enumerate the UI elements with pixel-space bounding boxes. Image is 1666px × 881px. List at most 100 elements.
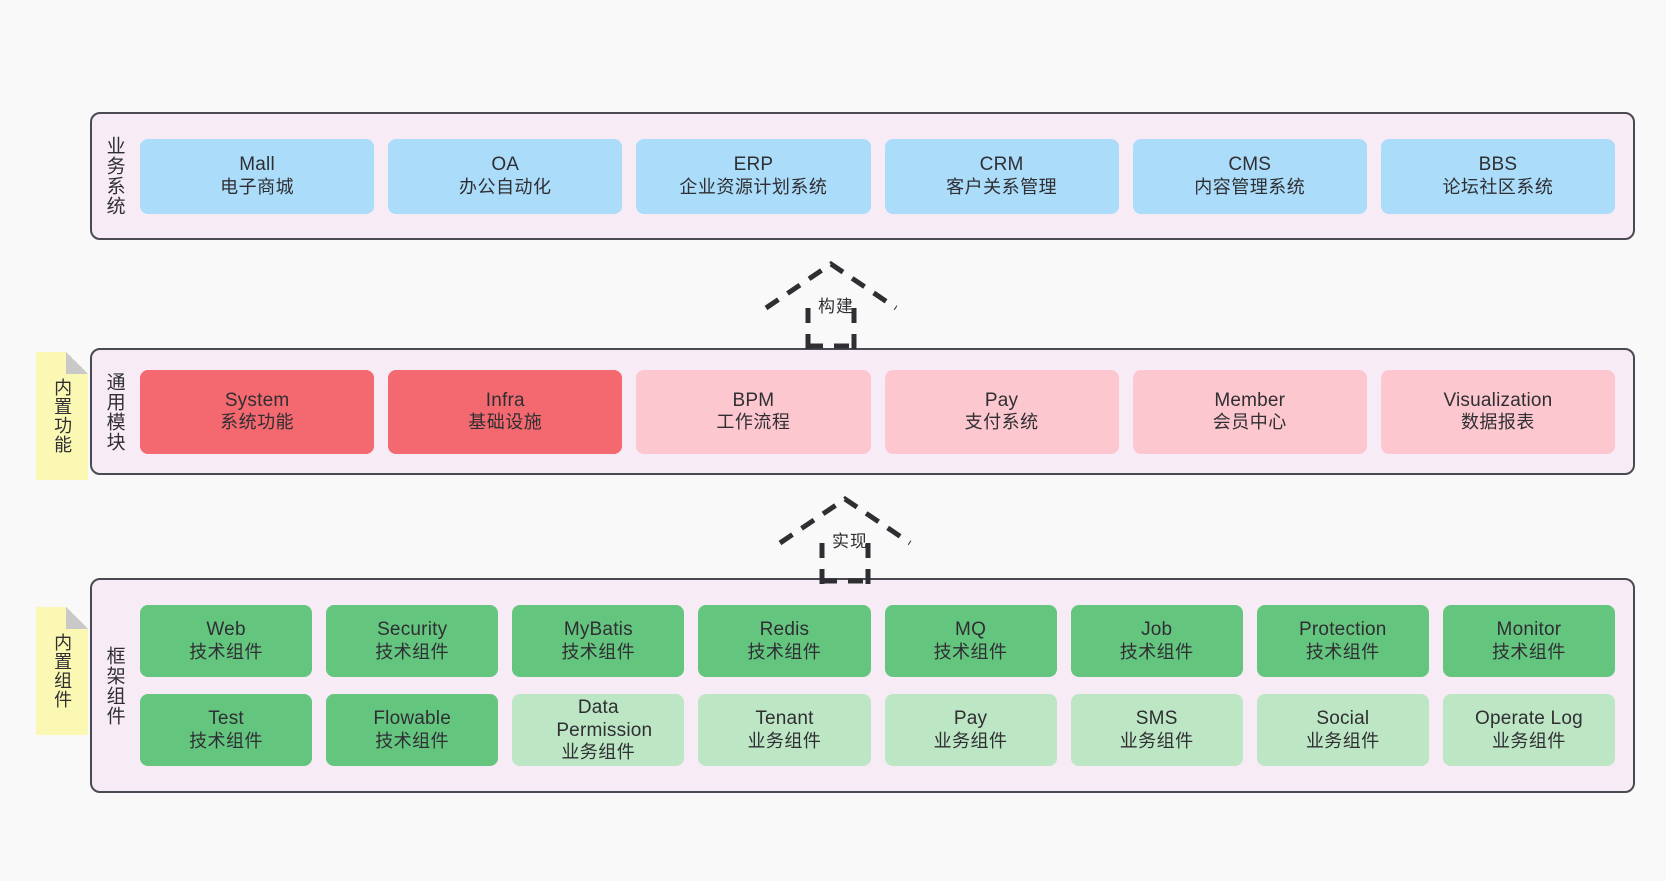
node-data-permission[interactable]: Data Permission 业务组件	[512, 694, 685, 766]
node-sms[interactable]: SMS 业务组件	[1070, 694, 1243, 766]
note-builtin-features: 内置功能	[36, 352, 88, 480]
node-title-en: CRM	[979, 154, 1024, 176]
node-cms[interactable]: CMS 内容管理系统	[1132, 138, 1367, 214]
node-title-en: Infra	[485, 389, 525, 411]
node-title-en: OA	[491, 154, 520, 176]
node-bpm[interactable]: BPM 工作流程	[636, 369, 871, 454]
node-title-cn: 企业资源计划系统	[679, 176, 828, 197]
node-title-en: ERP	[733, 154, 774, 176]
layer-title-business-systems: 业务系统	[103, 136, 125, 216]
node-test[interactable]: Test 技术组件	[140, 694, 313, 766]
node-title-en: Web	[206, 619, 246, 641]
node-row: Web 技术组件 Security 技术组件 MyBatis 技术组件 Redi…	[140, 605, 1615, 677]
layer-framework-components: 框架组件 Web 技术组件 Security 技术组件 MyBatis 技术组件…	[90, 578, 1635, 793]
node-title-cn: 技术组件	[933, 641, 1008, 662]
node-title-cn: 技术组件	[1305, 641, 1380, 662]
node-tenant[interactable]: Tenant 业务组件	[698, 694, 871, 766]
node-title-en: Visualization	[1443, 389, 1553, 411]
node-mall[interactable]: Mall 电子商城	[140, 138, 375, 214]
node-title-en: Flowable	[373, 708, 451, 730]
node-title-cn: 业务组件	[933, 730, 1008, 751]
node-visualization[interactable]: Visualization 数据报表	[1380, 369, 1616, 454]
node-title-cn: 会员中心	[1212, 412, 1287, 433]
node-title-en: BBS	[1478, 154, 1518, 176]
layer-common-modules: 通用模块 System 系统功能 Infra 基础设施 BPM 工作流程 Pay…	[90, 348, 1635, 475]
node-title-cn: 论坛社区系统	[1442, 176, 1554, 197]
layer-body-framework-components: Web 技术组件 Security 技术组件 MyBatis 技术组件 Redi…	[136, 580, 1633, 791]
node-title-cn: 技术组件	[561, 641, 636, 662]
node-title-en: System	[224, 389, 290, 411]
node-monitor[interactable]: Monitor 技术组件	[1442, 605, 1615, 677]
node-title-en: SMS	[1135, 708, 1178, 730]
note-label: 内置功能	[52, 378, 73, 454]
node-title-cn: 技术组件	[1491, 641, 1566, 662]
node-crm[interactable]: CRM 客户关系管理	[884, 138, 1119, 214]
node-title-cn: 业务组件	[1305, 730, 1380, 751]
node-operate-log[interactable]: Operate Log 业务组件	[1442, 694, 1615, 766]
node-title-cn: 业务组件	[747, 730, 822, 751]
node-job[interactable]: Job 技术组件	[1070, 605, 1243, 677]
node-member[interactable]: Member 会员中心	[1132, 369, 1367, 454]
node-title-en: Tenant	[755, 708, 814, 730]
node-title-en: MQ	[955, 619, 987, 641]
connector-build-arrow	[764, 260, 898, 350]
node-mybatis[interactable]: MyBatis 技术组件	[512, 605, 685, 677]
node-title-cn: 业务组件	[1491, 730, 1566, 751]
node-erp[interactable]: ERP 企业资源计划系统	[636, 138, 871, 214]
node-pay-component[interactable]: Pay 业务组件	[884, 694, 1057, 766]
node-mq[interactable]: MQ 技术组件	[884, 605, 1057, 677]
node-title-en: Pay	[984, 389, 1019, 411]
node-title-en: Test	[208, 708, 244, 730]
node-title-cn: 客户关系管理	[946, 176, 1058, 197]
note-label: 内置组件	[52, 633, 73, 709]
connector-implement-label: 实现	[832, 532, 868, 551]
note-builtin-components: 内置组件	[36, 607, 88, 735]
node-title-cn: 内容管理系统	[1194, 176, 1306, 197]
layer-business-systems: 业务系统 Mall 电子商城 OA 办公自动化 ERP 企业资源计划系统 CRM…	[90, 112, 1635, 240]
node-protection[interactable]: Protection 技术组件	[1256, 605, 1429, 677]
node-row: Test 技术组件 Flowable 技术组件 Data Permission …	[140, 694, 1615, 766]
node-infra[interactable]: Infra 基础设施	[388, 369, 623, 454]
node-title-cn: 支付系统	[964, 412, 1039, 433]
node-title-en: Data Permission	[556, 696, 653, 742]
node-social[interactable]: Social 业务组件	[1256, 694, 1429, 766]
layer-title-common-modules: 通用模块	[103, 371, 125, 452]
node-title-en: Social	[1316, 708, 1370, 730]
node-title-en: Operate Log	[1475, 708, 1583, 730]
node-title-en: Redis	[759, 619, 810, 641]
node-title-cn: 技术组件	[375, 730, 450, 751]
node-bbs[interactable]: BBS 论坛社区系统	[1380, 138, 1616, 214]
node-flowable[interactable]: Flowable 技术组件	[326, 694, 499, 766]
node-title-en: Member	[1214, 389, 1286, 411]
node-title-cn: 技术组件	[189, 730, 264, 751]
node-row: Mall 电子商城 OA 办公自动化 ERP 企业资源计划系统 CRM 客户关系…	[140, 138, 1616, 214]
node-title-en: Monitor	[1496, 619, 1562, 641]
node-title-cn: 技术组件	[1119, 641, 1194, 662]
node-title-en: Security	[377, 619, 448, 641]
node-system[interactable]: System 系统功能	[140, 369, 375, 454]
node-security[interactable]: Security 技术组件	[326, 605, 499, 677]
node-title-cn: 业务组件	[561, 742, 636, 763]
node-title-cn: 技术组件	[747, 641, 822, 662]
node-row: System 系统功能 Infra 基础设施 BPM 工作流程 Pay 支付系统…	[140, 369, 1616, 454]
layer-title-framework-components: 框架组件	[103, 645, 125, 726]
node-oa[interactable]: OA 办公自动化	[388, 138, 623, 214]
layer-body-business-systems: Mall 电子商城 OA 办公自动化 ERP 企业资源计划系统 CRM 客户关系…	[136, 114, 1633, 238]
node-title-cn: 系统功能	[220, 412, 295, 433]
node-pay-module[interactable]: Pay 支付系统	[884, 369, 1119, 454]
node-title-en: Job	[1141, 619, 1173, 641]
node-redis[interactable]: Redis 技术组件	[698, 605, 871, 677]
node-web[interactable]: Web 技术组件	[140, 605, 313, 677]
node-title-cn: 基础设施	[468, 412, 543, 433]
node-title-cn: 技术组件	[375, 641, 450, 662]
node-title-en: Mall	[239, 154, 275, 176]
node-title-en: BPM	[732, 389, 775, 411]
node-title-cn: 技术组件	[189, 641, 264, 662]
node-title-cn: 业务组件	[1119, 730, 1194, 751]
node-title-en: Protection	[1299, 619, 1387, 641]
node-title-cn: 电子商城	[220, 176, 295, 197]
node-title-cn: 数据报表	[1460, 412, 1535, 433]
node-title-cn: 工作流程	[716, 412, 791, 433]
node-title-en: CMS	[1228, 154, 1272, 176]
